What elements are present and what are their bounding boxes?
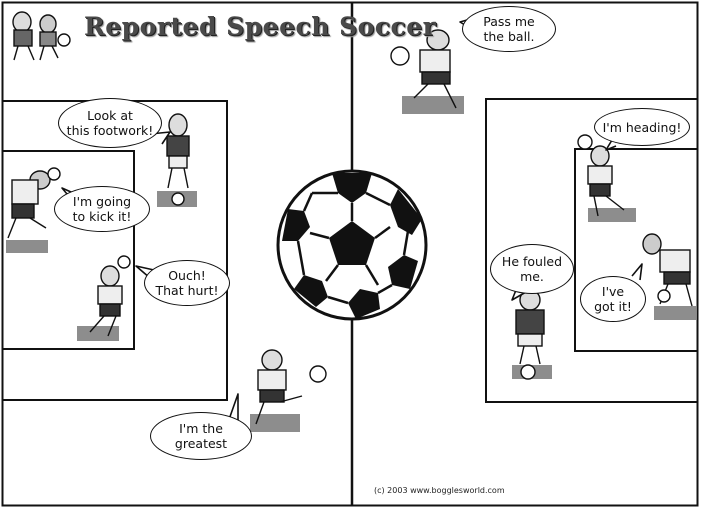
speech-bubble-fouled: He fouled me. [490, 244, 574, 294]
soccer-ball-icon [276, 169, 428, 321]
player-footwork-icon [166, 113, 190, 206]
speech-bubble-greatest: I'm the greatest [150, 412, 252, 460]
speech-bubble-footwork: Look at this footwork! [58, 98, 162, 148]
player-gotit-icon [642, 233, 693, 307]
speech-bubble-gotit: I've got it! [580, 276, 646, 322]
left-goal-area [3, 150, 135, 350]
page-title: Reported Speech Soccer [84, 12, 437, 41]
speech-bubble-ouch: Ouch! That hurt! [144, 260, 230, 306]
right-goal-area [574, 148, 697, 352]
player-shadows [6, 96, 696, 432]
player-heading-icon [577, 134, 625, 217]
player-kick-icon [7, 167, 61, 239]
player-ouch-icon [89, 255, 131, 337]
right-penalty-area [485, 98, 697, 403]
player-greatest-icon [255, 349, 327, 425]
player-fouled-icon [515, 289, 545, 380]
speech-bubble-heading: I'm heading! [594, 108, 690, 146]
speech-bubble-kick: I'm going to kick it! [54, 186, 150, 232]
speech-bubble-pass: Pass me the ball. [462, 6, 556, 52]
copyright-text: (c) 2003 www.bogglesworld.com [374, 486, 505, 495]
player-pass-icon [390, 29, 457, 109]
logo-players-icon [12, 11, 71, 61]
player-figures [7, 11, 693, 425]
